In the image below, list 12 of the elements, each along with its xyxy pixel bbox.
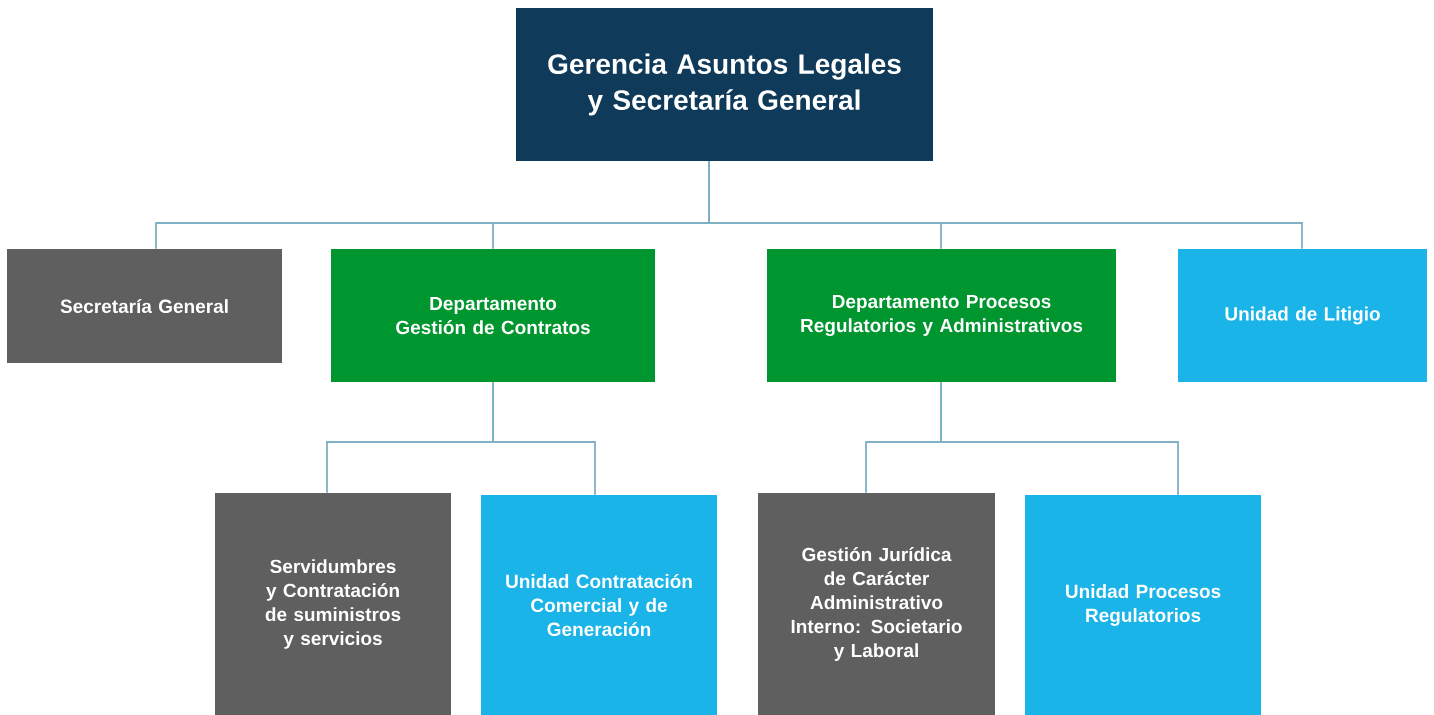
org-box: Secretaría General (7, 249, 282, 363)
connector-line (708, 160, 1303, 250)
org-box: Departamento Gestión de Contratos (331, 249, 655, 382)
org-box: Unidad Contratación Comercial y de Generación (481, 495, 717, 715)
org-box: Departamento Procesos Regulatorios y Administrativos (767, 249, 1116, 382)
org-box: Unidad de Litigio (1178, 249, 1427, 382)
org-box: Gerencia Asuntos Legales y Secretaría General (516, 8, 933, 161)
org-box: Gestión Jurídica de Carácter Administrativo Interno: Societario y Laboral (758, 493, 995, 715)
org-box: Unidad Procesos Regulatorios (1025, 495, 1261, 715)
connector-line (492, 381, 596, 496)
org-box: Servidumbres y Contratación de suministros y servicios (215, 493, 451, 715)
connector-line (940, 381, 1179, 496)
